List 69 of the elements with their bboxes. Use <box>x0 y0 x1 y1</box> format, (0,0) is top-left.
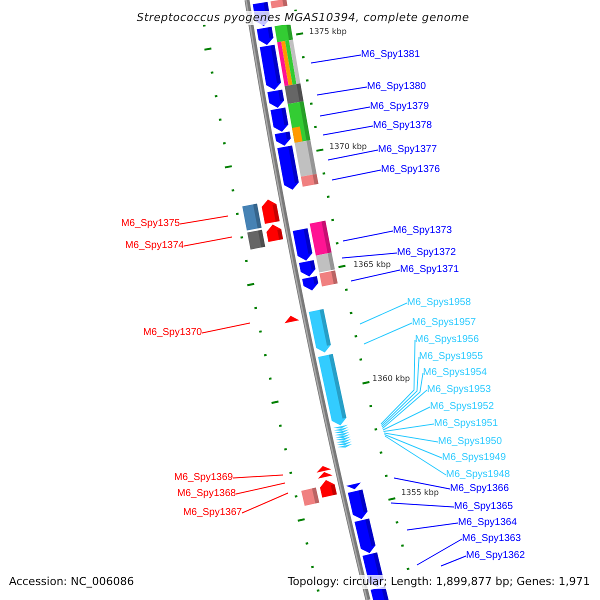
gene-label: M6_Spy1370 <box>143 327 202 339</box>
leader-line <box>184 236 232 246</box>
leader-line <box>360 302 408 324</box>
gene-label: M6_Spys1955 <box>419 351 483 363</box>
gene-label: M6_Spy1365 <box>454 501 513 513</box>
leader-line <box>342 230 394 242</box>
leader-line <box>364 322 412 344</box>
gene-label: M6_Spy1363 <box>462 533 521 545</box>
gene-label: M6_Spys1958 <box>407 297 471 309</box>
leader-line <box>320 106 370 116</box>
leader-line <box>381 356 420 426</box>
gene-label: M6_Spy1371 <box>400 264 459 276</box>
leader-line <box>232 474 284 478</box>
gene-label: M6_Spys1950 <box>438 436 502 448</box>
gene-label: M6_Spy1367 <box>183 507 242 519</box>
gene-label: M6_Spys1957 <box>412 317 476 329</box>
leader-line <box>310 54 362 64</box>
leader-line <box>440 556 466 566</box>
scale-label: 1355 kbp <box>401 488 439 498</box>
gene-label: M6_Spys1956 <box>415 334 479 346</box>
gene-label: M6_Spy1374 <box>125 240 184 252</box>
gene-label: M6_Spy1375 <box>121 218 180 230</box>
gene-label: M6_Spy1368 <box>177 488 236 500</box>
gene-label: M6_Spy1366 <box>450 483 509 495</box>
leader-line <box>382 406 430 430</box>
leader-line <box>382 390 428 429</box>
gene-label: M6_Spy1378 <box>373 120 432 132</box>
gene-label: M6_Spy1373 <box>393 225 452 237</box>
genome-summary-text: Topology: circular; Length: 1,899,877 bp; Genes: 1,971 <box>286 575 592 589</box>
gene-label: M6_Spy1381 <box>361 49 420 61</box>
leader-line <box>406 522 458 530</box>
leader-line <box>383 424 434 432</box>
gene-label: M6_Spys1951 <box>434 418 498 430</box>
leader-line <box>390 502 454 508</box>
scale-label: 1365 kbp <box>353 260 391 270</box>
scale-label: 1360 kbp <box>372 374 410 382</box>
gene-label: M6_Spy1372 <box>397 247 456 259</box>
leader-line <box>322 126 374 136</box>
leader-line <box>316 86 368 96</box>
gene-label: M6_Spy1369 <box>174 472 233 484</box>
gene-label: M6_Spy1376 <box>381 164 440 176</box>
scale-label: 1370 kbp <box>329 142 367 150</box>
leader-line <box>380 340 416 424</box>
gene-label: M6_Spys1953 <box>427 384 491 396</box>
leader-line <box>242 492 288 514</box>
leader-line <box>180 216 228 224</box>
leader-line <box>236 482 286 494</box>
leader-line <box>328 150 378 160</box>
gene-label: M6_Spys1949 <box>442 452 506 464</box>
leader-line <box>384 432 438 442</box>
gene-label: M6_Spy1379 <box>370 101 429 113</box>
gene-label: M6_Spy1380 <box>367 81 426 93</box>
leader-line <box>384 436 446 476</box>
scale-label: 1375 kbp <box>309 27 347 36</box>
gene-label: M6_Spys1948 <box>446 469 510 481</box>
gene-label: M6_Spys1954 <box>423 367 487 379</box>
leader-line <box>332 170 382 180</box>
accession-text: Accession: NC_006086 <box>7 575 136 589</box>
gene-label: M6_Spy1377 <box>378 144 437 156</box>
gene-label: M6_Spys1952 <box>430 401 494 413</box>
gene-label: M6_Spy1364 <box>458 517 517 529</box>
gene-label: M6_Spy1362 <box>466 550 525 562</box>
leader-line <box>350 270 400 282</box>
leader-line <box>382 372 424 428</box>
leader-line <box>342 252 398 258</box>
leader-line <box>384 434 442 458</box>
leader-line <box>202 322 250 334</box>
leader-line <box>394 478 450 490</box>
leader-line <box>416 538 462 566</box>
